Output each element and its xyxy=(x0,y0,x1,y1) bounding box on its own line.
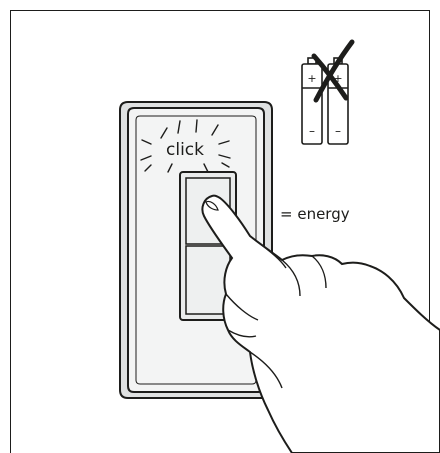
click-label: click xyxy=(166,140,204,160)
hand-pressing-icon xyxy=(202,196,440,453)
hand-shape xyxy=(202,196,440,453)
energy-label: = energy xyxy=(280,205,350,223)
battery-left-plus: + xyxy=(307,72,316,85)
burst-ray xyxy=(196,120,197,132)
battery-left-minus: – xyxy=(309,124,315,138)
battery-right-minus: – xyxy=(335,124,341,138)
